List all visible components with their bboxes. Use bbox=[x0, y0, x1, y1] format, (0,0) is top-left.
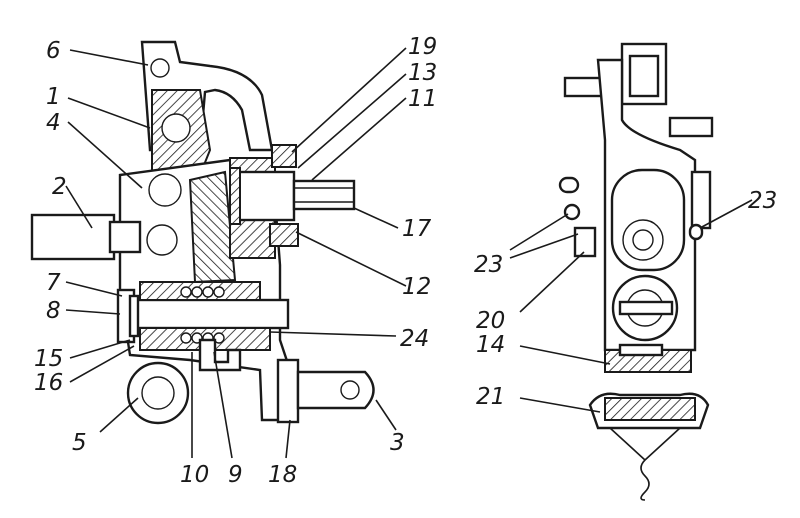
right-front-view bbox=[558, 42, 714, 501]
callout-12: 12 bbox=[402, 274, 431, 300]
callout-17: 17 bbox=[402, 216, 432, 242]
callout-10: 10 bbox=[180, 462, 209, 488]
callout-23-left: 23 bbox=[474, 252, 503, 278]
callout-1: 1 bbox=[46, 84, 61, 110]
chain bbox=[609, 427, 681, 501]
callout-16: 16 bbox=[34, 370, 63, 396]
handle-2 bbox=[30, 213, 116, 261]
callout-6: 6 bbox=[46, 38, 61, 64]
pawl-pin-upper bbox=[148, 173, 182, 207]
callout-7: 7 bbox=[46, 270, 61, 296]
callout-2: 2 bbox=[52, 174, 67, 200]
plate-21 bbox=[604, 397, 696, 421]
side-pin-left-bottom bbox=[573, 226, 597, 258]
callout-9: 9 bbox=[228, 462, 243, 488]
callout-14: 14 bbox=[476, 332, 505, 358]
pawl-pin-lower bbox=[146, 224, 178, 256]
washer-11 bbox=[229, 167, 241, 225]
plate-14-top bbox=[618, 343, 664, 357]
bushing-12 bbox=[269, 223, 299, 247]
side-pin-left-lower bbox=[563, 203, 581, 221]
callout-20: 20 bbox=[476, 308, 505, 334]
callout-4: 4 bbox=[46, 110, 61, 136]
left-section-view bbox=[30, 40, 375, 425]
pawl bbox=[188, 170, 237, 284]
top-rod-right bbox=[668, 116, 714, 138]
callout-8: 8 bbox=[46, 298, 61, 324]
callout-19: 19 bbox=[408, 34, 437, 60]
callout-15: 15 bbox=[34, 346, 63, 372]
nut-18 bbox=[276, 358, 300, 424]
top-bracket-inner bbox=[628, 54, 660, 98]
callout-3: 3 bbox=[390, 430, 405, 456]
callout-5: 5 bbox=[72, 430, 87, 456]
hook-9 bbox=[198, 338, 242, 372]
leaders-right bbox=[509, 199, 753, 413]
callout-13: 13 bbox=[408, 60, 437, 86]
handle-neck bbox=[108, 220, 142, 254]
side-pin-right bbox=[690, 170, 712, 230]
leaders-left bbox=[65, 47, 407, 459]
screw-shaft bbox=[292, 179, 356, 211]
side-pin-left-upper bbox=[558, 176, 580, 194]
lever-pin bbox=[161, 113, 191, 143]
axle-bolt bbox=[126, 298, 290, 330]
spring-10 bbox=[180, 286, 225, 344]
callout-23-right: 23 bbox=[748, 188, 777, 214]
hook-eye bbox=[150, 58, 170, 78]
callout-labels: 6 1 4 2 7 8 15 16 5 10 9 18 3 24 12 17 1… bbox=[34, 34, 777, 488]
callout-18: 18 bbox=[268, 462, 297, 488]
callout-24: 24 bbox=[400, 326, 429, 352]
cap-19 bbox=[271, 144, 297, 168]
callout-21: 21 bbox=[476, 384, 505, 410]
callout-11: 11 bbox=[408, 86, 437, 112]
washer-15 bbox=[128, 294, 140, 338]
lug-3 bbox=[296, 370, 375, 410]
screw-head bbox=[234, 170, 296, 222]
